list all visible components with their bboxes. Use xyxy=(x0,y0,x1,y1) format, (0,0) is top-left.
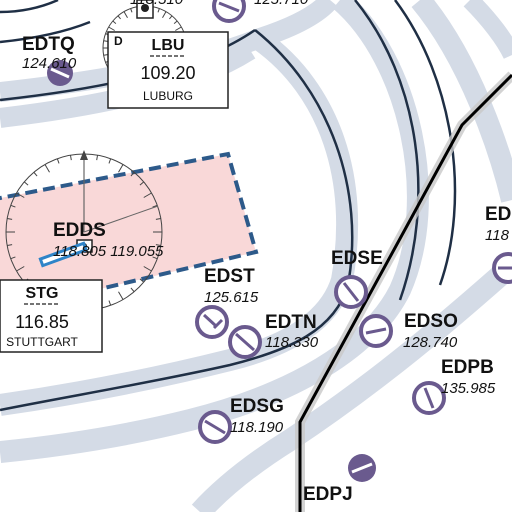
ed-partial-code: ED xyxy=(485,204,511,225)
airfield-edsg-icon[interactable] xyxy=(198,410,232,444)
airspace-lines xyxy=(0,0,457,412)
lbu-ident: LBU xyxy=(152,37,185,54)
airfield-edst-icon[interactable] xyxy=(195,305,229,339)
edso-freq: 128.740 xyxy=(403,334,458,351)
airspace-band-outer-top xyxy=(0,0,338,102)
lbu-freq: 109.20 xyxy=(140,63,195,83)
edst-code: EDST xyxy=(204,266,255,287)
stg-freq: 116.85 xyxy=(15,312,69,332)
airfield-edse-icon[interactable] xyxy=(334,275,368,309)
edds-ctr-zone xyxy=(0,151,259,315)
top-partial-freq-left: 118.510 xyxy=(130,0,184,8)
airspace-line-arc-1 xyxy=(0,29,354,412)
route xyxy=(295,71,512,512)
stg-name: STUTTGART xyxy=(6,335,78,349)
lbu-name: LUBURG xyxy=(143,89,193,103)
edds-runway xyxy=(38,241,88,268)
airfield-edpb-icon[interactable] xyxy=(412,381,446,415)
edpj-code: EDPJ xyxy=(303,484,353,505)
edsg-code: EDSG xyxy=(230,396,284,417)
edst-freq: 125.615 xyxy=(204,289,259,306)
airspace-band-right-arc-2 xyxy=(0,0,429,463)
route-line xyxy=(298,73,512,512)
lbu-prefix: D xyxy=(114,34,123,48)
airfield-top-right-icon[interactable] xyxy=(212,0,246,23)
edso-code: EDSO xyxy=(404,311,458,332)
airspace-band-bottom-right xyxy=(191,256,512,512)
ed-partial-freq: 118 xyxy=(485,227,510,244)
navaid-box-lbu[interactable]: D LBU 109.20 LUBURG xyxy=(107,31,229,109)
airfield-edso-icon[interactable] xyxy=(359,314,393,348)
airspace-line-top-left xyxy=(0,20,91,44)
edse-code: EDSE xyxy=(331,248,383,269)
edpb-freq: 135.985 xyxy=(441,380,496,397)
edds-code: EDDS xyxy=(53,220,106,241)
edtn-code: EDTN xyxy=(265,312,317,333)
edsg-freq: 118.190 xyxy=(230,419,284,436)
airfield-edtq-icon[interactable] xyxy=(47,60,73,86)
edpb-code: EDPB xyxy=(441,357,494,378)
airspace-band-far-right xyxy=(463,0,512,60)
top-partial-freq-right: 125.710 xyxy=(254,0,309,8)
edtn-freq: 118.330 xyxy=(265,334,319,351)
stg-ident: STG xyxy=(26,285,59,302)
airfield-ed-partial-icon[interactable] xyxy=(492,252,512,284)
airspace-line-arc-2 xyxy=(354,0,420,301)
navaid-box-stg[interactable]: STG 116.85 STUTTGART xyxy=(0,279,103,353)
edds-freq: 118.805 119.055 xyxy=(53,243,164,260)
edtq-code: EDTQ xyxy=(22,34,75,55)
airfield-symbols[interactable] xyxy=(47,0,512,482)
airfield-edpj-icon[interactable] xyxy=(348,454,376,482)
edtq-freq: 124.610 xyxy=(22,55,77,72)
lbu-vor-symbol[interactable] xyxy=(136,0,154,19)
airspace-line-corner xyxy=(0,0,59,14)
airfield-edtn-icon[interactable] xyxy=(228,325,262,359)
